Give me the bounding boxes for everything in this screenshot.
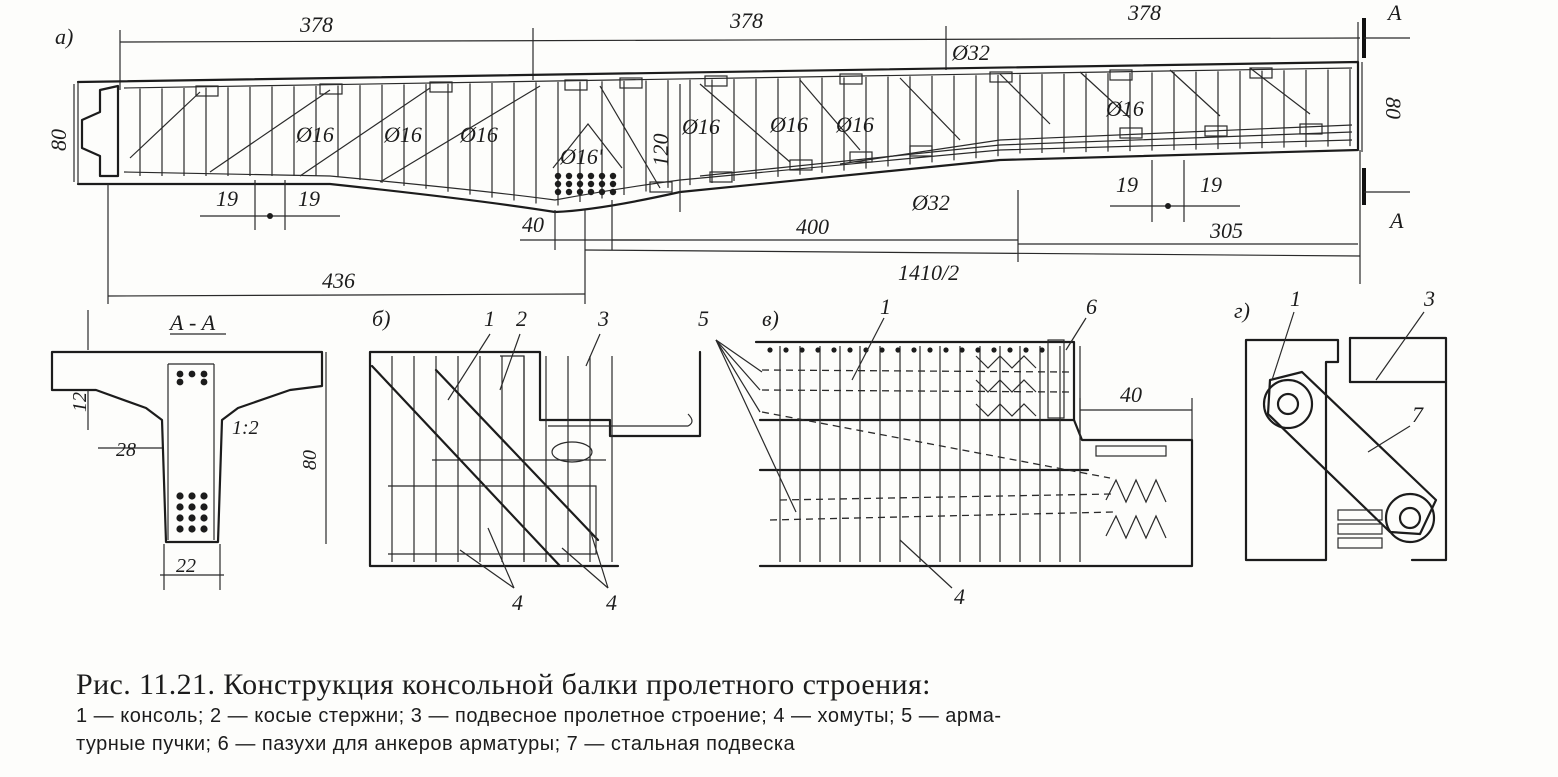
steel-hanger <box>1266 370 1438 536</box>
panel-v-num-6: 6 <box>1086 294 1097 319</box>
inclined-bars <box>129 67 1311 189</box>
panel-a-elevation: а) 378 378 378 А А <box>46 0 1410 304</box>
dim-305: 305 <box>1209 218 1243 243</box>
dim-12: 12 <box>69 392 91 412</box>
bar-label-16-f: Ø16 <box>769 112 808 137</box>
dim-378-2: 378 <box>729 8 763 33</box>
panel-a-label: а) <box>55 24 73 49</box>
panel-v-label: в) <box>762 306 779 331</box>
panel-v-outline <box>754 340 1194 568</box>
panel-b-num-4-b: 4 <box>606 590 617 615</box>
section-a-a: А - А 12 28 1:2 80 22 <box>50 310 327 590</box>
caption-legend-line-2: турные пучки; 6 — пазухи для анкеров арм… <box>76 733 796 755</box>
section-letter-bottom: А <box>1388 208 1404 233</box>
panel-g-left-block <box>1244 338 1340 562</box>
hanger-pin-bottom <box>1384 492 1436 544</box>
panel-v-num-5: 5 <box>698 306 709 331</box>
bar-label-16-h: Ø16 <box>1105 96 1144 121</box>
tendon-bundle <box>552 123 623 196</box>
panel-g-num-7: 7 <box>1412 402 1424 427</box>
bar-label-16-g: Ø16 <box>835 112 874 137</box>
dim-height-right: 80 <box>1381 97 1406 119</box>
panel-b-outline <box>368 350 702 568</box>
dim-40-a: 40 <box>522 212 544 237</box>
top-dimension-line <box>119 37 1361 43</box>
dim-28: 28 <box>116 439 136 461</box>
figure-caption: Рис. 11.21. Конструкция консольной балки… <box>76 668 1002 755</box>
hanger-pin-top <box>1262 378 1314 430</box>
dim-436: 436 <box>322 268 355 293</box>
dim-19-left-b: 19 <box>298 186 320 211</box>
dim-378-3: 378 <box>1127 0 1161 25</box>
panel-b-num-3: 3 <box>597 306 609 331</box>
panel-b-num-4-a: 4 <box>512 590 523 615</box>
dim-19-left-a: 19 <box>216 186 238 211</box>
dim-slope: 1:2 <box>232 417 259 439</box>
bar-label-16-c: Ø16 <box>459 122 498 147</box>
bar-label-16-e: Ø16 <box>681 114 720 139</box>
panel-b: б) 1 2 3 4 4 <box>368 306 702 615</box>
panel-v-dim-40: 40 <box>1120 382 1142 407</box>
dim-22: 22 <box>176 555 196 577</box>
dim-80-section: 80 <box>299 450 321 470</box>
panel-g: г) 1 3 7 <box>1234 286 1448 562</box>
beam-end-notch <box>80 84 120 178</box>
panel-v-num-1: 1 <box>880 294 891 319</box>
bar-label-16-a: Ø16 <box>295 122 334 147</box>
panel-g-num-1: 1 <box>1290 286 1301 311</box>
section-letter-top: А <box>1386 0 1402 25</box>
bar-label-32-top: Ø32 <box>951 40 990 65</box>
dim-19-right-a: 19 <box>1116 172 1138 197</box>
dim-19-right-b: 19 <box>1200 172 1222 197</box>
dim-height-left: 80 <box>46 129 71 151</box>
panel-g-right-block <box>1348 336 1448 562</box>
panel-v: в) 40 5 1 6 4 <box>698 294 1194 609</box>
panel-g-num-3: 3 <box>1423 286 1435 311</box>
dim-1410-2: 1410/2 <box>898 260 959 285</box>
bar-label-32-bottom: Ø32 <box>911 190 950 215</box>
caption-legend-line-1: 1 — консоль; 2 — косые стержни; 3 — подв… <box>76 705 1002 727</box>
bar-label-16-d: Ø16' <box>559 144 603 169</box>
bar-label-16-b: Ø16 <box>383 122 422 147</box>
dim-378-1: 378 <box>299 12 333 37</box>
caption-title: Рис. 11.21. Конструкция консольной балки… <box>76 668 931 701</box>
dim-height-mid: 120 <box>648 134 673 167</box>
panel-v-num-4: 4 <box>954 584 965 609</box>
stirrups <box>139 69 1351 206</box>
panel-g-label: г) <box>1234 298 1250 323</box>
panel-b-label: б) <box>372 306 390 331</box>
section-outline <box>50 350 324 544</box>
panel-b-num-2: 2 <box>516 306 527 331</box>
panel-b-num-1: 1 <box>484 306 495 331</box>
section-title: А - А <box>168 310 216 335</box>
anchor-blocks <box>195 67 1323 193</box>
dim-400: 400 <box>796 214 829 239</box>
